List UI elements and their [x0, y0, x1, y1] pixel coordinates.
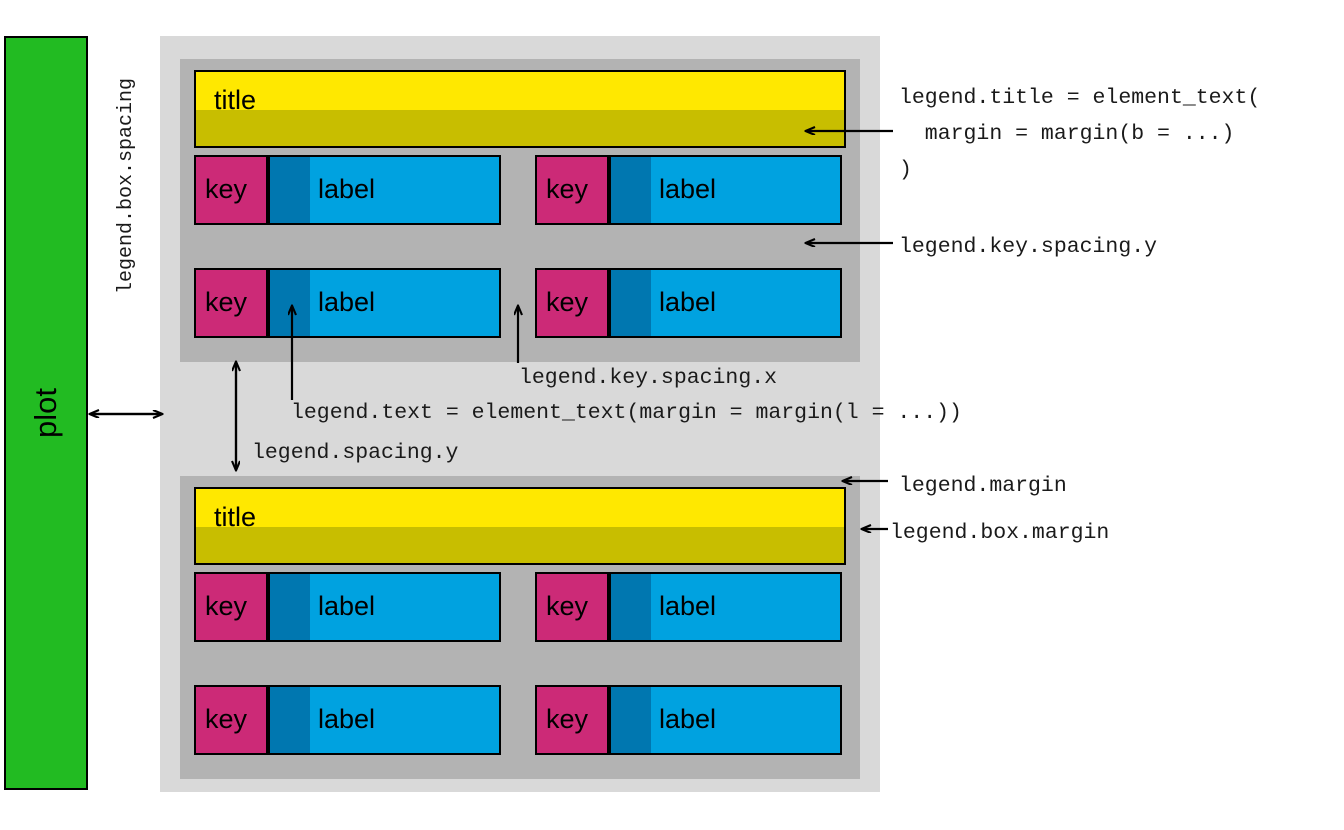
legend-key-label: key	[546, 704, 589, 734]
legend-label-text: label	[659, 174, 717, 204]
legend-key: key	[194, 155, 268, 225]
annotation-legend-title-line2: margin = margin(b = ...)	[899, 122, 1235, 146]
annotation-legend-text: legend.text = element_text(margin = marg…	[291, 401, 962, 425]
legend-label-text: label	[659, 287, 717, 317]
legend-label: label	[268, 572, 501, 642]
legend-key-label: key	[546, 174, 589, 204]
annotation-legend-box-margin: legend.box.margin	[890, 521, 1110, 545]
legend-key-label: key	[205, 704, 248, 734]
legend-label-text: label	[318, 704, 376, 734]
legend-key-label: key	[546, 591, 589, 621]
legend-label: label	[268, 685, 501, 755]
legend-key: key	[535, 268, 609, 338]
annotation-legend-key-spacing-x: legend.key.spacing.x	[519, 366, 778, 390]
legend-box-2: title key label key label key label key	[180, 476, 860, 779]
legend-label-margin	[270, 270, 310, 336]
legend-key-label: key	[546, 287, 589, 317]
legend-label-margin	[270, 574, 310, 640]
legend-label-text: label	[659, 591, 717, 621]
legend-key: key	[194, 685, 268, 755]
legend-label-margin	[611, 574, 651, 640]
legend-key: key	[535, 572, 609, 642]
legend-label-margin	[270, 687, 310, 753]
legend-label-margin	[611, 270, 651, 336]
legend-label: label	[609, 155, 842, 225]
legend-title-element-2: title	[194, 487, 846, 565]
annotation-legend-box-spacing: legend.box.spacing	[115, 78, 138, 295]
legend-key: key	[194, 572, 268, 642]
annotation-legend-title-line1: legend.title = element_text(	[899, 86, 1261, 110]
plot-panel: plot	[4, 36, 88, 790]
legend-label: label	[609, 685, 842, 755]
legend-key: key	[535, 685, 609, 755]
legend-label: label	[609, 572, 842, 642]
annotation-legend-title-line3: )	[899, 158, 912, 182]
legend-label: label	[268, 155, 501, 225]
legend-label-text: label	[318, 591, 376, 621]
legend-key-label: key	[205, 591, 248, 621]
legend-key: key	[535, 155, 609, 225]
legend-title-text-2: title	[214, 502, 257, 532]
annotation-legend-key-spacing-y: legend.key.spacing.y	[899, 235, 1158, 259]
legend-key-label: key	[205, 174, 248, 204]
legend-label: label	[609, 268, 842, 338]
legend-label-margin	[611, 687, 651, 753]
annotation-legend-margin: legend.margin	[899, 474, 1067, 498]
legend-label-margin	[611, 157, 651, 223]
legend-title-margin-1	[196, 110, 844, 146]
legend-title-margin-2	[196, 527, 844, 563]
legend-label-text: label	[318, 287, 376, 317]
annotation-legend-spacing-y: legend.spacing.y	[252, 441, 459, 465]
legend-label-margin	[270, 157, 310, 223]
legend-label-text: label	[318, 174, 376, 204]
legend-title-element-1: title	[194, 70, 846, 148]
legend-box-1: title key label key label key label key	[180, 59, 860, 362]
legend-key-label: key	[205, 287, 248, 317]
legend-key: key	[194, 268, 268, 338]
legend-label: label	[268, 268, 501, 338]
plot-label: plot	[28, 388, 63, 438]
legend-title-text-1: title	[214, 85, 257, 115]
legend-label-text: label	[659, 704, 717, 734]
